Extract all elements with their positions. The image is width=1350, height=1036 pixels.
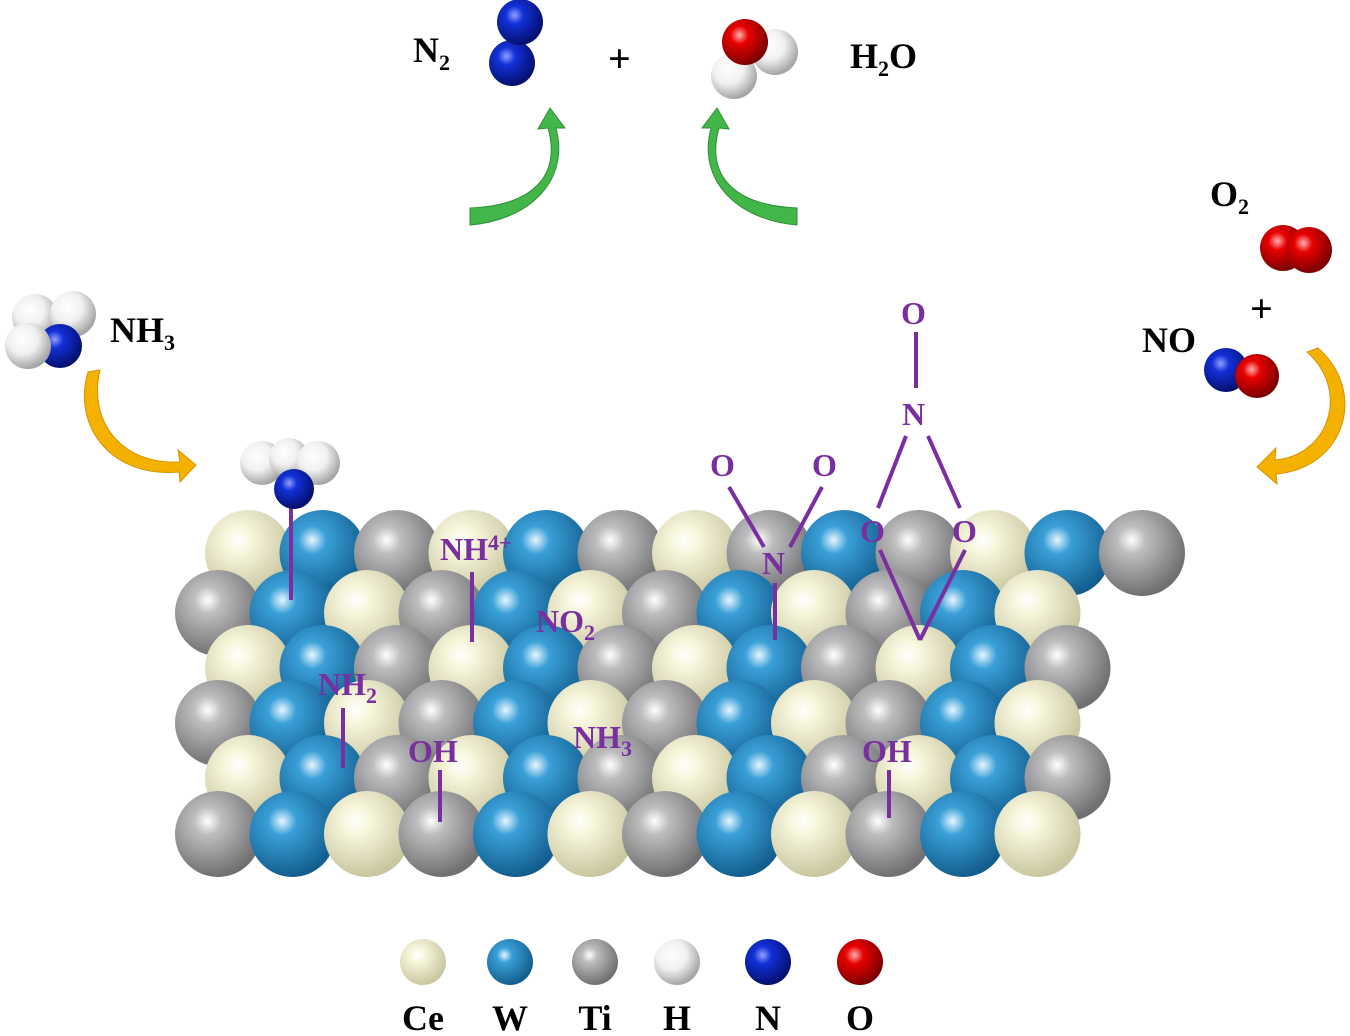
nh3-molecule	[5, 291, 96, 369]
nitrate-mono-bond-left	[727, 485, 766, 549]
surface-atom-ce	[324, 791, 410, 877]
surface-atom-ti	[175, 791, 261, 877]
n2-atom-2	[497, 0, 543, 45]
nh3-h-atom-3	[5, 323, 51, 369]
adsorbed-nh3-molecule	[240, 438, 340, 509]
nitrate-bridge-bond-surface-right	[918, 549, 967, 641]
nitrate-bridge-bond-left	[876, 435, 908, 509]
surface-atom-w	[249, 791, 336, 877]
nitrate-bridge-n: N	[902, 396, 925, 432]
green-arrow-right-icon	[701, 107, 798, 226]
nh3-n-atom	[38, 324, 82, 368]
no-label: NO	[1142, 320, 1196, 360]
legend-label-ce: Ce	[402, 998, 444, 1036]
legend-label-w: W	[492, 998, 528, 1036]
surface-atom-ce	[547, 791, 634, 877]
surface-atom-w	[920, 791, 1006, 877]
nh3-label: NH3	[110, 310, 175, 355]
legend-swatch-h	[654, 939, 700, 985]
nitrate-bridge-bond-right	[926, 435, 962, 509]
nitrate-mono-bond-right	[788, 486, 824, 548]
n2-label: N2	[413, 30, 450, 75]
catalyst-surface-slab	[175, 510, 1185, 877]
legend-swatch-n	[745, 939, 791, 985]
hydroxyl-1-label: OH	[408, 733, 458, 769]
no-molecule	[1204, 348, 1279, 398]
nitrate-mono-o-right: O	[812, 447, 837, 483]
surface-atom-ce	[771, 791, 857, 877]
legend-swatch-ti	[572, 939, 618, 985]
surface-atom-w	[473, 791, 559, 877]
surface-atom-w	[696, 791, 783, 877]
nitrate-bridge-o-top: O	[901, 295, 926, 331]
nitrate-bridge-bond-surface-left	[878, 549, 922, 641]
legend-swatch-w	[487, 939, 533, 985]
legend-label-ti: Ti	[578, 998, 611, 1036]
orange-arrow-left-icon	[83, 369, 197, 484]
legend-label-o: O	[846, 998, 874, 1036]
n2-molecule	[489, 0, 543, 86]
nitro-label: NO2	[536, 603, 595, 645]
ammonium-label: NH4+	[440, 530, 512, 567]
h2o-label: H2O	[850, 36, 917, 81]
nitrate-bridge-o-left: O	[860, 513, 885, 549]
adsorbed-nh3-n-atom	[274, 469, 314, 509]
no-o-atom	[1235, 354, 1279, 398]
h2o-o-atom	[722, 19, 768, 65]
surface-atom-ti	[398, 791, 485, 877]
o2-atom-2	[1286, 227, 1332, 273]
surface-atom-ce	[994, 791, 1081, 877]
surface-species: NH4+ NO2 NH2 NH3 OH OH O O N O N O O	[318, 295, 977, 822]
orange-arrow-right-icon	[1256, 347, 1346, 486]
surface-atom-ti	[1099, 510, 1185, 596]
nitrate-bridge-o-right: O	[952, 513, 977, 549]
hydroxyl-2-label: OH	[862, 733, 912, 769]
legend-swatch-ce	[400, 939, 446, 985]
n2-atom-1	[489, 40, 535, 86]
legend-swatch-o	[837, 939, 883, 985]
o2-molecule	[1260, 225, 1332, 273]
h2o-molecule	[711, 19, 798, 99]
legend-label-h: H	[663, 998, 691, 1036]
amide-label: NH2	[318, 666, 377, 708]
surface-atom-ti	[622, 791, 708, 877]
reactants-plus: +	[1250, 286, 1273, 331]
products-plus: +	[608, 36, 631, 81]
nitrate-mono-o-left: O	[710, 447, 735, 483]
element-legend: Ce W Ti H N O	[400, 939, 883, 1036]
nitrate-mono-n: N	[762, 545, 785, 581]
ammonia-surface-label: NH3	[573, 719, 632, 761]
surface-atom-ti	[845, 791, 932, 877]
green-arrow-left-icon	[469, 107, 566, 226]
o2-label: O2	[1210, 174, 1249, 219]
legend-label-n: N	[755, 998, 781, 1036]
